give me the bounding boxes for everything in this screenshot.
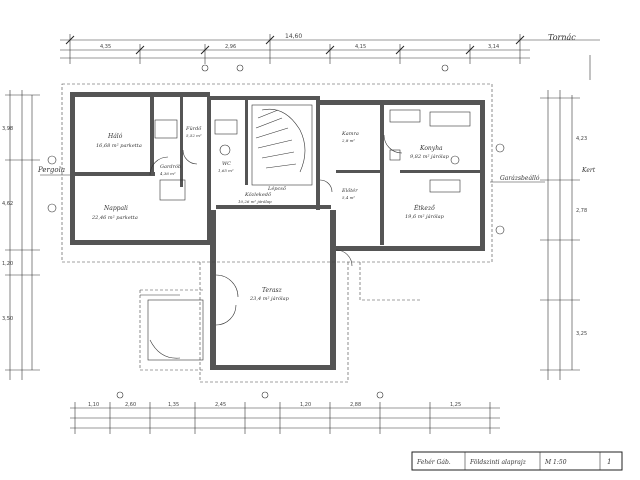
door-swings bbox=[149, 134, 403, 326]
staircase: Lépcső bbox=[251, 104, 313, 192]
room-name-wc: WC bbox=[222, 161, 231, 167]
interior-walls bbox=[75, 97, 480, 245]
exterior-walls bbox=[70, 92, 485, 370]
furniture bbox=[154, 109, 471, 201]
room-area-wc: 1,65 m² bbox=[218, 168, 234, 173]
left-dimension-chain: 3,98 4,62 1,20 3,50 bbox=[2, 90, 40, 380]
room-name-nappali: Nappali bbox=[103, 205, 128, 212]
room-area-furdo: 5,52 m² bbox=[186, 133, 202, 138]
room-labels: Háló 16,68 m² parketta Fürdő 5,52 m² WC … bbox=[91, 125, 450, 302]
title-block: Fehér Gáb. Földszinti alaprajz M 1:50 1 bbox=[411, 451, 623, 471]
top-dim-3: 4,15 bbox=[355, 44, 366, 50]
left-dim-3: 1,20 bbox=[2, 261, 13, 267]
title-block-author: Fehér Gáb. bbox=[416, 459, 451, 466]
right-dim-1: 4,23 bbox=[576, 136, 587, 142]
room-area-konyha: 9,82 m² járólap bbox=[410, 153, 450, 160]
room-area-nappali: 22,46 m² parketta bbox=[91, 215, 138, 221]
bottom-dim-6: 2,88 bbox=[350, 402, 361, 408]
right-dimension-chain: 4,23 2,78 3,25 bbox=[540, 90, 587, 380]
room-area-terasz: 23,4 m² járólap bbox=[249, 295, 290, 302]
top-dim-2: 2,96 bbox=[225, 44, 236, 50]
bottom-dim-5: 1,20 bbox=[300, 402, 311, 408]
top-dimension-chain: 14,60 4,35 2,96 4,15 3,14 bbox=[60, 33, 600, 64]
room-name-kamra: Kamra bbox=[341, 131, 359, 137]
room-name-halo: Háló bbox=[107, 133, 123, 140]
bottom-dim-7: 1,25 bbox=[450, 402, 461, 408]
entrance-porch bbox=[140, 294, 204, 361]
bottom-dim-4: 2,45 bbox=[215, 402, 226, 408]
room-name-eloter: Előtér bbox=[341, 187, 358, 194]
bottom-dimension-chain: 1,10 2,60 1,35 2,45 1,20 2,88 1,25 bbox=[70, 402, 500, 434]
room-name-lepcso: Lépcső bbox=[267, 185, 287, 192]
room-area-kamra: 2,8 m² bbox=[341, 138, 355, 143]
garage-label: Garázsbeálló bbox=[500, 175, 540, 182]
title-block-sheet-number: 1 bbox=[607, 458, 611, 466]
room-area-halo: 16,68 m² parketta bbox=[96, 143, 142, 149]
eaves-outline bbox=[61, 83, 493, 383]
top-dim-4: 3,14 bbox=[488, 44, 499, 50]
right-dim-2: 2,78 bbox=[576, 208, 587, 214]
top-total-dim: 14,60 bbox=[285, 33, 302, 40]
room-area-etkezo: 19,6 m² járólap bbox=[405, 213, 445, 220]
title-block-title: Földszinti alaprajz bbox=[469, 459, 527, 466]
title-block-scale: M 1:50 bbox=[544, 459, 567, 466]
room-name-etkezo: Étkező bbox=[413, 204, 435, 212]
room-area-gardrob: 4,36 m² bbox=[159, 171, 176, 176]
tornac-label: Tornác bbox=[548, 33, 576, 42]
room-area-eloter: 5,4 m² bbox=[342, 195, 355, 200]
kert-label: Kert bbox=[581, 167, 596, 174]
left-dim-1: 3,98 bbox=[2, 126, 13, 132]
grid-markers bbox=[47, 64, 505, 399]
room-name-kozlekedo: Közlekedő bbox=[244, 191, 272, 198]
room-area-kozlekedo: 10,26 m² járólap bbox=[238, 199, 272, 204]
right-dim-3: 3,25 bbox=[576, 331, 587, 337]
room-name-gardrob: Gardrób bbox=[160, 163, 181, 170]
top-dim-1: 4,35 bbox=[100, 44, 111, 50]
pergola-label: Pergola bbox=[37, 166, 65, 174]
left-dim-2: 4,62 bbox=[2, 201, 13, 207]
room-name-konyha: Konyha bbox=[419, 145, 443, 152]
bottom-dim-1: 1,10 bbox=[88, 402, 99, 408]
left-dim-4: 3,50 bbox=[2, 316, 13, 322]
bottom-dim-3: 1,35 bbox=[168, 402, 179, 408]
room-name-terasz: Terasz bbox=[262, 287, 283, 294]
room-name-furdo: Fürdő bbox=[185, 125, 202, 132]
bottom-dim-2: 2,60 bbox=[125, 402, 136, 408]
